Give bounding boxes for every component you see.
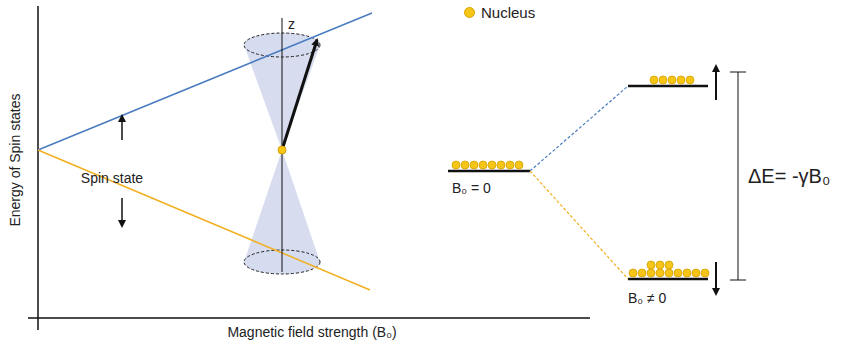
y-axis <box>37 6 39 330</box>
bracket-tick <box>730 72 746 73</box>
spin-up-arrow <box>121 116 123 140</box>
y-axis-title: Energy of Spin states <box>8 93 24 226</box>
split-line-up <box>530 86 628 171</box>
upper-energy-line <box>38 13 372 150</box>
legend-row: Nucleus <box>464 4 535 21</box>
level-lower <box>628 278 708 281</box>
lower-energy-line <box>38 150 370 290</box>
field-label: B₀ ≠ 0 <box>628 290 666 306</box>
lower-spin-arrow <box>715 262 717 294</box>
delta-bracket <box>738 72 739 280</box>
level-zero <box>448 170 530 173</box>
x-axis-title: Magnetic field strength (B₀) <box>227 324 396 340</box>
upper-spin-arrow <box>715 66 717 100</box>
legend-text: Nucleus <box>481 4 535 21</box>
spin-down-arrow <box>121 198 123 226</box>
level-upper <box>628 85 708 88</box>
axis-label: z <box>288 16 295 32</box>
spin-state-label: Spin state <box>81 170 143 186</box>
field-label: B₀ = 0 <box>452 180 491 196</box>
energy-gap-label: ΔE= -γB₀ <box>748 165 830 188</box>
x-axis <box>28 317 590 319</box>
split-line-down <box>530 171 628 279</box>
legend-swatch <box>464 7 475 18</box>
spin-vector <box>282 40 317 150</box>
bracket-tick <box>730 280 746 281</box>
nucleus-dot <box>278 146 286 154</box>
nucleus-dots <box>452 76 709 277</box>
